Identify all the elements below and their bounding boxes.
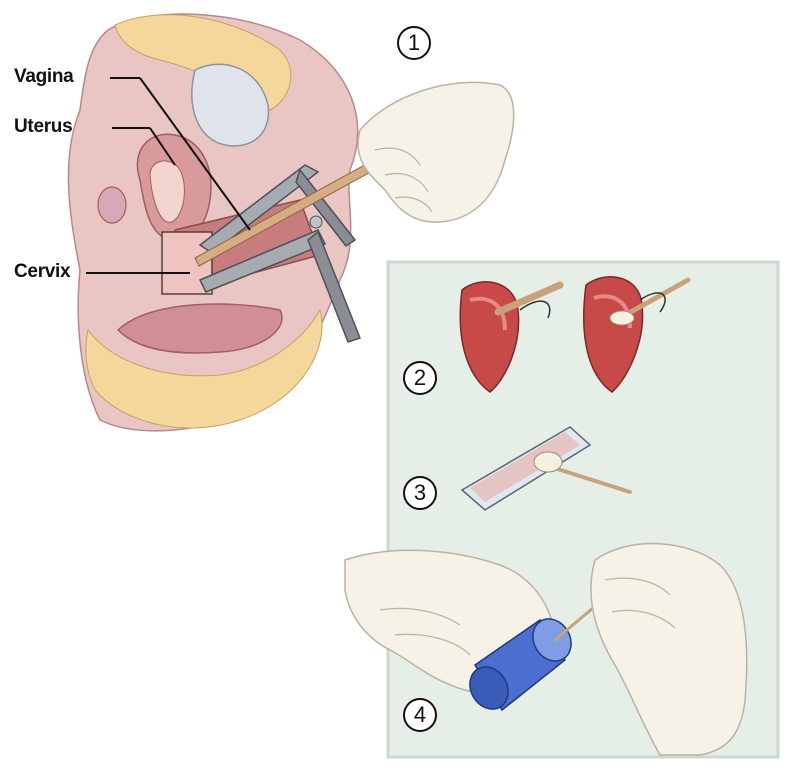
label-uterus: Uterus bbox=[14, 116, 72, 138]
step-4-badge: 4 bbox=[403, 698, 437, 732]
step-1-badge: 1 bbox=[397, 26, 431, 60]
gloved-hand-icon bbox=[358, 82, 514, 222]
label-vagina: Vagina bbox=[14, 66, 73, 88]
step-2-badge: 2 bbox=[403, 361, 437, 395]
label-cervix: Cervix bbox=[14, 261, 70, 283]
step-3-badge: 3 bbox=[403, 476, 437, 510]
